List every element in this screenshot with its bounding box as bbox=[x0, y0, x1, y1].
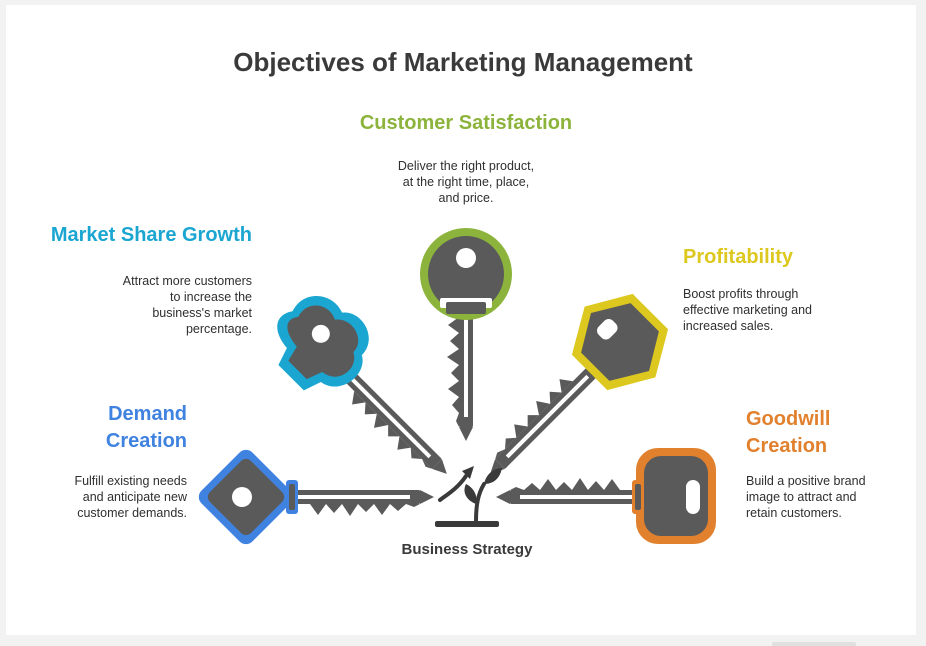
description-line: percentage. bbox=[185, 322, 252, 336]
profitability-heading: Profitability bbox=[683, 246, 794, 268]
page-scroll-tab bbox=[772, 642, 856, 646]
demand-creation-heading: Demand Creation bbox=[60, 401, 187, 455]
cyan-key-icon bbox=[277, 295, 452, 488]
heading-line: Goodwill bbox=[746, 408, 831, 430]
customer-satisfaction-description: Deliver the right product, at the right … bbox=[366, 158, 566, 206]
description-line: at the right time, place, bbox=[402, 175, 530, 189]
description-line: and anticipate new bbox=[82, 490, 187, 504]
description-line: retain customers. bbox=[746, 506, 842, 520]
description-line: to increase the bbox=[170, 290, 252, 304]
blue-key-icon bbox=[198, 449, 434, 545]
description-line: Build a positive brand bbox=[746, 474, 866, 488]
heading-line: Creation bbox=[105, 430, 187, 452]
description-line: effective marketing and bbox=[683, 303, 813, 317]
description-line: increased sales. bbox=[683, 319, 774, 333]
heading-line: Creation bbox=[746, 435, 828, 457]
orange-key-icon bbox=[496, 448, 716, 544]
goodwill-creation-description: Build a positive brand image to attract … bbox=[746, 473, 916, 521]
description-line: Boost profits through bbox=[683, 287, 799, 301]
yellow-key-icon bbox=[476, 293, 669, 479]
description-line: and price. bbox=[438, 191, 494, 205]
description-line: Deliver the right product, bbox=[397, 159, 535, 173]
market-share-growth-heading: Market Share Growth bbox=[50, 224, 252, 246]
description-line: Attract more customers bbox=[122, 274, 252, 288]
profitability-description: Boost profits through effective marketin… bbox=[683, 286, 883, 334]
description-line: image to attract and bbox=[746, 490, 857, 504]
customer-satisfaction-heading: Customer Satisfaction bbox=[359, 112, 573, 134]
description-line: customer demands. bbox=[77, 506, 187, 520]
description-line: business's market bbox=[152, 306, 252, 320]
description-line: Fulfill existing needs bbox=[74, 474, 187, 488]
demand-creation-description: Fulfill existing needs and anticipate ne… bbox=[20, 473, 187, 521]
goodwill-creation-heading: Goodwill Creation bbox=[746, 406, 906, 460]
growth-sprout-icon bbox=[435, 466, 502, 527]
heading-line: Demand bbox=[108, 403, 187, 425]
business-strategy-label: Business Strategy bbox=[401, 541, 533, 558]
page-title: Objectives of Marketing Management bbox=[233, 47, 693, 77]
market-share-growth-description: Attract more customers to increase the b… bbox=[60, 273, 252, 337]
green-key-icon bbox=[420, 228, 512, 441]
